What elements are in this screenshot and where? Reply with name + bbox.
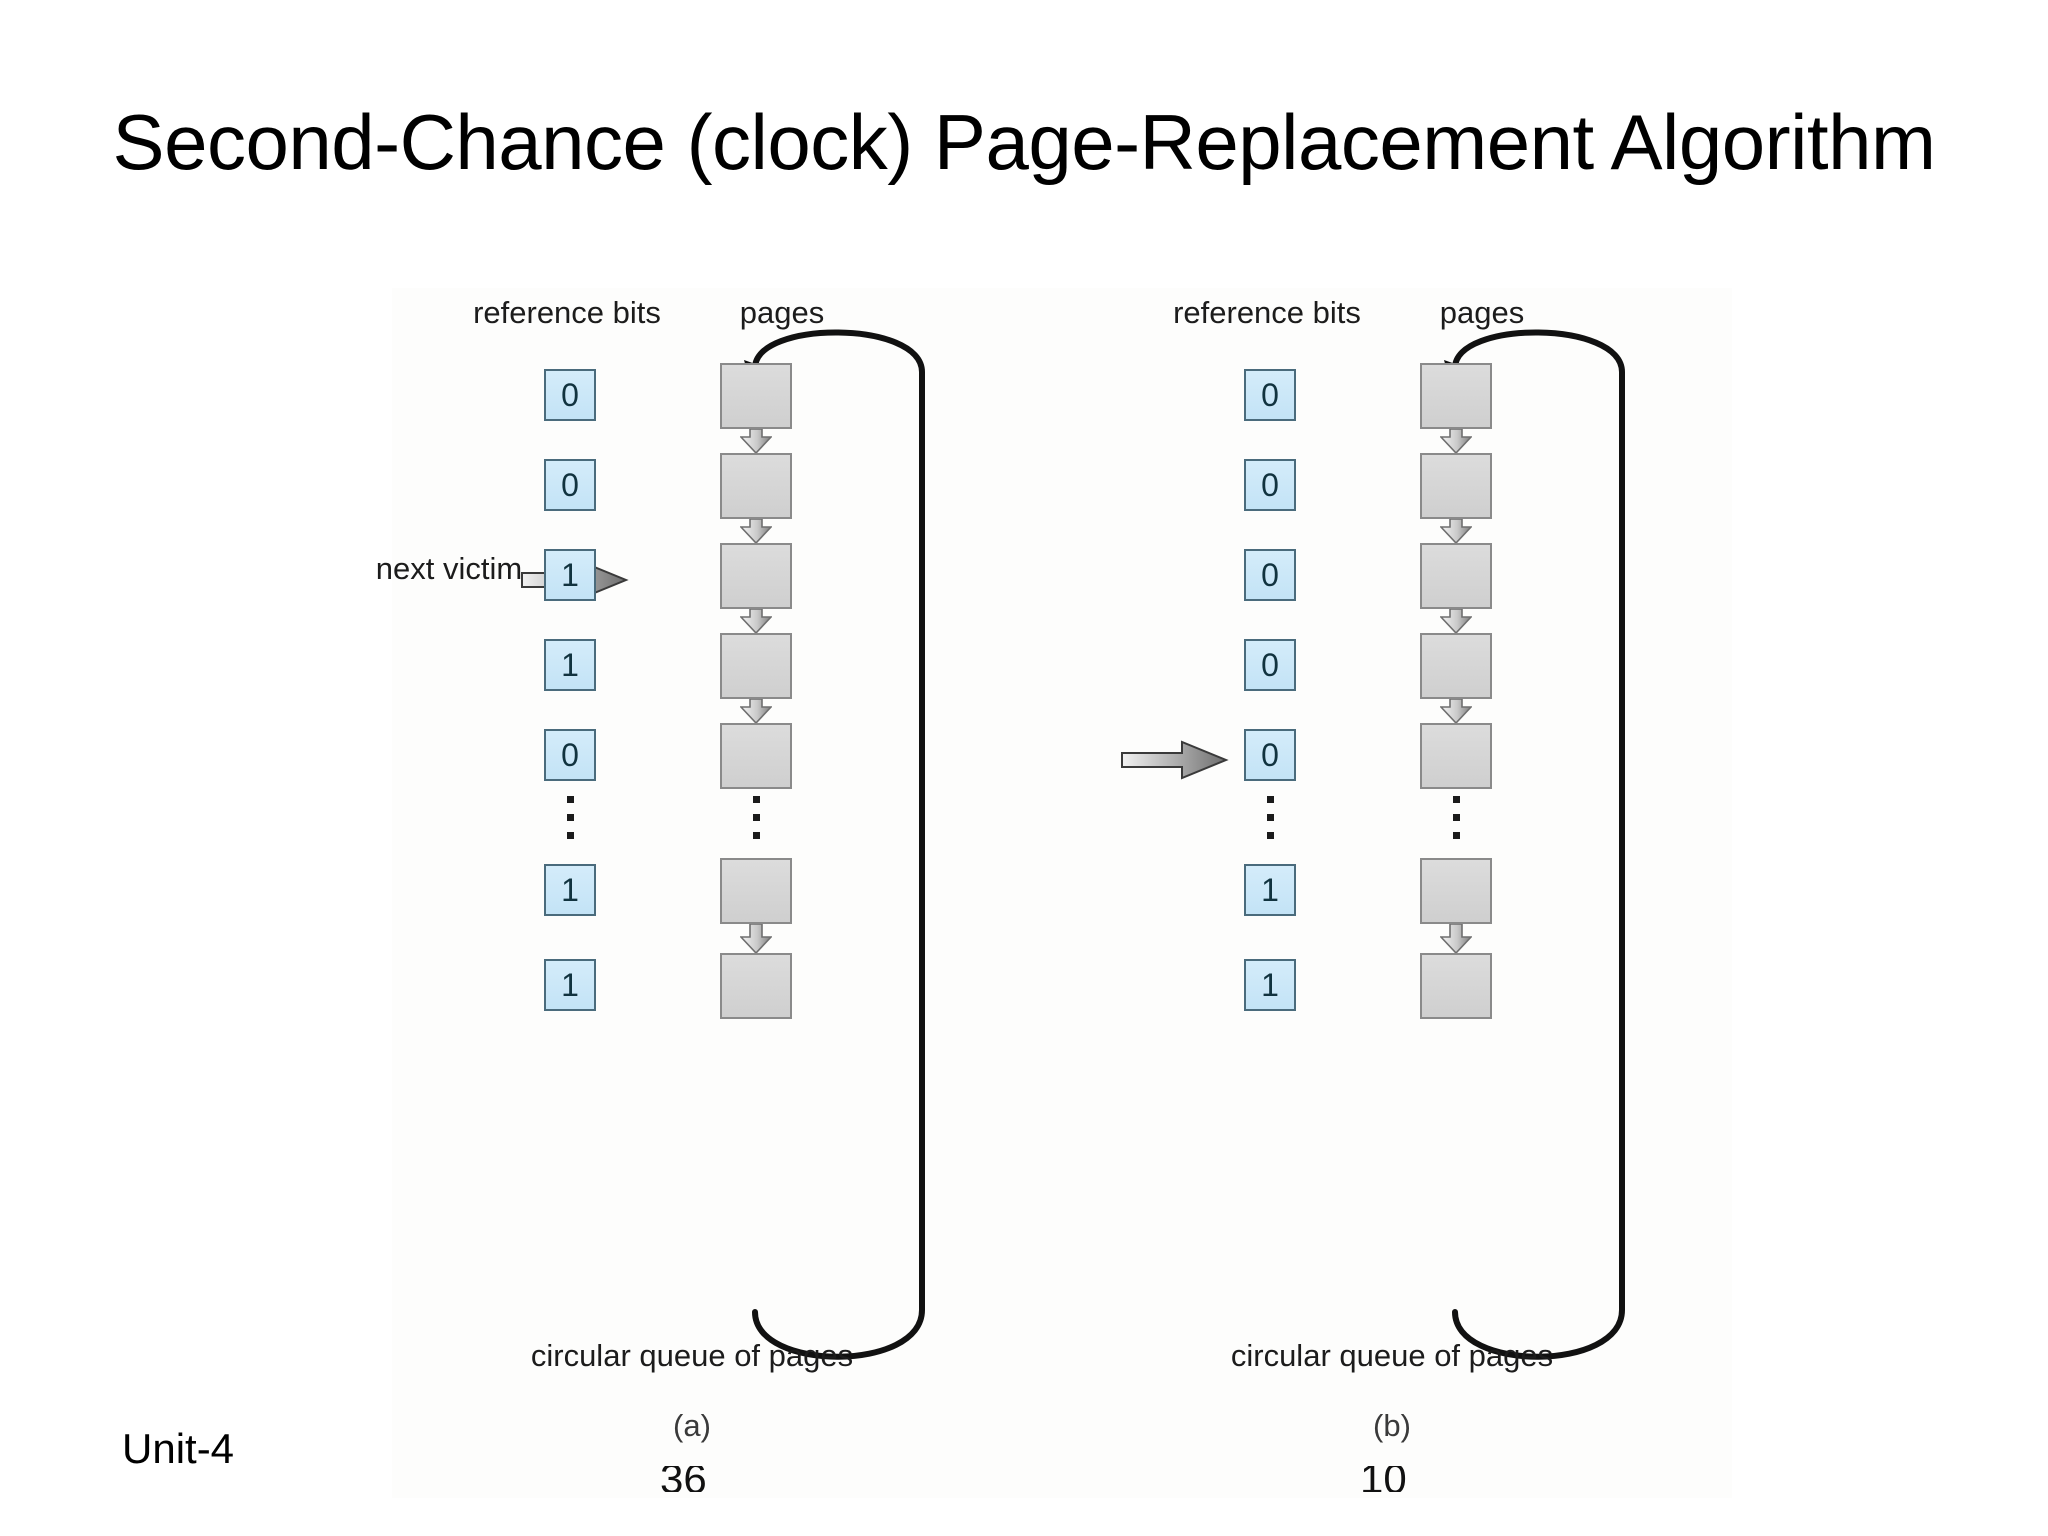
reference-bit-box: 0 bbox=[1244, 729, 1296, 781]
reference-bit-box: 1 bbox=[544, 549, 596, 601]
reference-bit-box: 1 bbox=[1244, 864, 1296, 916]
header-pages-a: pages bbox=[739, 295, 825, 330]
reference-bit-box: 1 bbox=[1244, 959, 1296, 1011]
diagram-b: reference bits pages bbox=[1092, 288, 1732, 1498]
page-box bbox=[720, 633, 792, 699]
figure-panel: reference bits pages next victim bbox=[376, 288, 1732, 1498]
page-box bbox=[720, 953, 792, 1019]
page-link-arrow-icon bbox=[740, 519, 772, 543]
page-box bbox=[720, 723, 792, 789]
header-reference-bits-b: reference bits bbox=[1173, 295, 1361, 330]
page-link-arrow-icon bbox=[1440, 699, 1472, 723]
reference-bit-box: 0 bbox=[544, 729, 596, 781]
page-link-arrow-icon bbox=[1440, 924, 1472, 953]
reference-bit-box: 0 bbox=[1244, 369, 1296, 421]
page-box bbox=[720, 363, 792, 429]
ellipsis-dots bbox=[563, 796, 577, 839]
page-link-arrow-icon bbox=[1440, 519, 1472, 543]
caption-letter-b: (b) bbox=[1373, 1408, 1411, 1443]
page-box bbox=[1420, 543, 1492, 609]
reference-bit-box: 0 bbox=[544, 459, 596, 511]
ellipsis-dots bbox=[1449, 796, 1463, 839]
page-box bbox=[1420, 858, 1492, 924]
diagram-a: reference bits pages next victim bbox=[376, 288, 1032, 1498]
clipped-slide-number-b: 10 bbox=[1360, 1466, 1407, 1492]
page-link-arrow-icon bbox=[740, 699, 772, 723]
page-title: Second-Chance (clock) Page-Replacement A… bbox=[112, 98, 1936, 187]
page-link-arrow-icon bbox=[740, 429, 772, 453]
page-box bbox=[720, 453, 792, 519]
unit-label: Unit-4 bbox=[122, 1425, 235, 1472]
next-victim-label: next victim bbox=[375, 551, 523, 586]
reference-bit-box: 1 bbox=[544, 864, 596, 916]
caption-circular-queue-b: circular queue of pages bbox=[1230, 1338, 1554, 1373]
page-box bbox=[1420, 953, 1492, 1019]
page-link-arrow-icon bbox=[1440, 429, 1472, 453]
header-reference-bits-a: reference bits bbox=[473, 295, 661, 330]
reference-bit-box: 0 bbox=[1244, 459, 1296, 511]
page-box bbox=[1420, 453, 1492, 519]
caption-circular-queue-a: circular queue of pages bbox=[530, 1338, 854, 1373]
caption-letter-a: (a) bbox=[673, 1408, 711, 1443]
reference-bit-box: 0 bbox=[544, 369, 596, 421]
page-link-arrow-icon bbox=[740, 609, 772, 633]
clipped-slide-number-a: 36 bbox=[660, 1466, 707, 1492]
header-pages-b: pages bbox=[1439, 295, 1525, 330]
reference-bit-box: 1 bbox=[544, 639, 596, 691]
page-box bbox=[1420, 363, 1492, 429]
reference-bit-box: 1 bbox=[544, 959, 596, 1011]
ellipsis-dots bbox=[1263, 796, 1277, 839]
page-box bbox=[720, 543, 792, 609]
page-box bbox=[1420, 723, 1492, 789]
reference-bit-box: 0 bbox=[1244, 639, 1296, 691]
page-box bbox=[720, 858, 792, 924]
current-pointer-arrow-icon bbox=[1120, 740, 1230, 780]
ellipsis-dots bbox=[749, 796, 763, 839]
page-link-arrow-icon bbox=[1440, 609, 1472, 633]
page-link-arrow-icon bbox=[740, 924, 772, 953]
page-box bbox=[1420, 633, 1492, 699]
reference-bit-box: 0 bbox=[1244, 549, 1296, 601]
